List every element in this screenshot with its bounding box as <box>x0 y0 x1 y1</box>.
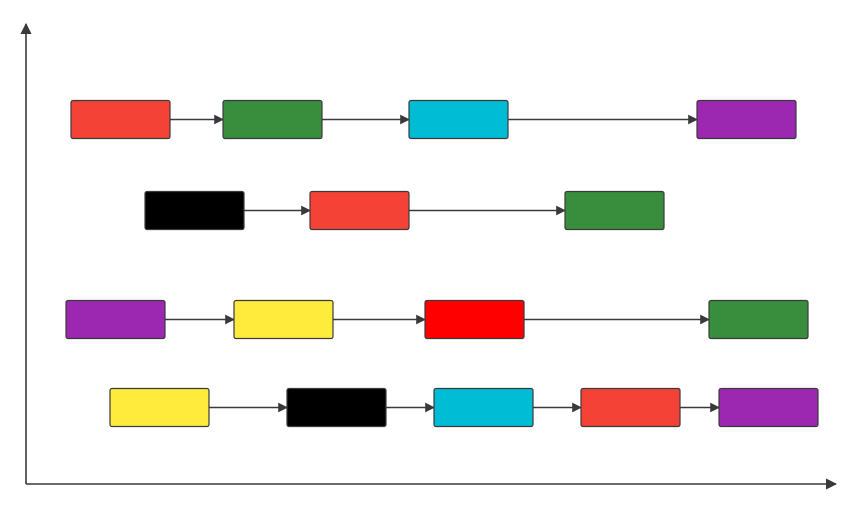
node-box-purple <box>718 387 819 428</box>
node-box-green <box>708 299 809 340</box>
node-box-yellow <box>233 299 334 340</box>
node-box-green <box>222 99 323 140</box>
axes <box>20 22 838 490</box>
row-3 <box>65 299 809 340</box>
node-box-purple <box>696 99 797 140</box>
node-box-red <box>70 99 171 140</box>
row-2 <box>144 190 665 231</box>
row-4 <box>109 387 819 428</box>
node-box-pure-red <box>424 299 525 340</box>
diagram-rows <box>65 99 819 428</box>
node-box-purple <box>65 299 166 340</box>
node-box-cyan <box>433 387 534 428</box>
node-box-black <box>286 387 387 428</box>
node-box-red <box>309 190 410 231</box>
row-1 <box>70 99 797 140</box>
node-box-green <box>564 190 665 231</box>
node-box-red <box>580 387 681 428</box>
node-box-black <box>144 190 245 231</box>
node-box-yellow <box>109 387 210 428</box>
node-box-cyan <box>408 99 509 140</box>
